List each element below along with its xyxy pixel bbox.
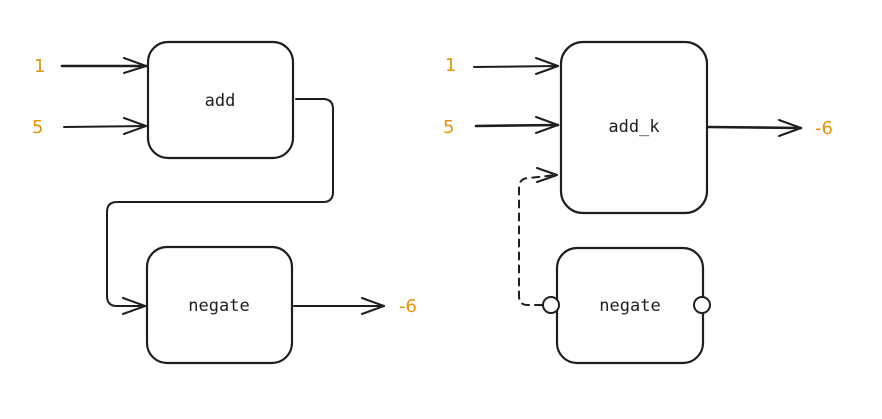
add-node[interactable]: add bbox=[146, 40, 295, 160]
left-output-arrow bbox=[293, 297, 385, 315]
add-to-negate-connector bbox=[106, 98, 334, 315]
right-input-2-value: 5 bbox=[443, 117, 454, 138]
left-diagram: 1 5 add negate -6 bbox=[32, 40, 417, 365]
left-output-value: -6 bbox=[399, 296, 417, 317]
add-k-node[interactable]: add_k bbox=[559, 40, 709, 215]
right-output-arrow bbox=[707, 119, 803, 137]
right-diagram: 1 5 add_k -6 negate bbox=[443, 40, 833, 365]
left-input-1-value: 1 bbox=[34, 56, 45, 77]
right-negate-node-label: negate bbox=[599, 296, 660, 316]
right-negate-node[interactable]: negate bbox=[555, 246, 705, 365]
negate-node-label: negate bbox=[188, 296, 249, 316]
left-input-2-arrow bbox=[63, 117, 147, 135]
negate-node[interactable]: negate bbox=[145, 245, 294, 365]
negate-input-port[interactable] bbox=[542, 296, 560, 314]
right-input-1-value: 1 bbox=[445, 55, 456, 76]
right-input-1-arrow bbox=[473, 57, 559, 75]
continuation-dashed-connector bbox=[518, 167, 558, 306]
negate-output-port[interactable] bbox=[693, 296, 711, 314]
right-input-2-arrow bbox=[474, 116, 560, 134]
add-k-node-label: add_k bbox=[608, 117, 659, 137]
left-input-1-arrow bbox=[60, 57, 148, 74]
right-output-value: -6 bbox=[815, 118, 833, 139]
add-node-label: add bbox=[205, 91, 236, 111]
left-input-2-value: 5 bbox=[32, 117, 43, 138]
